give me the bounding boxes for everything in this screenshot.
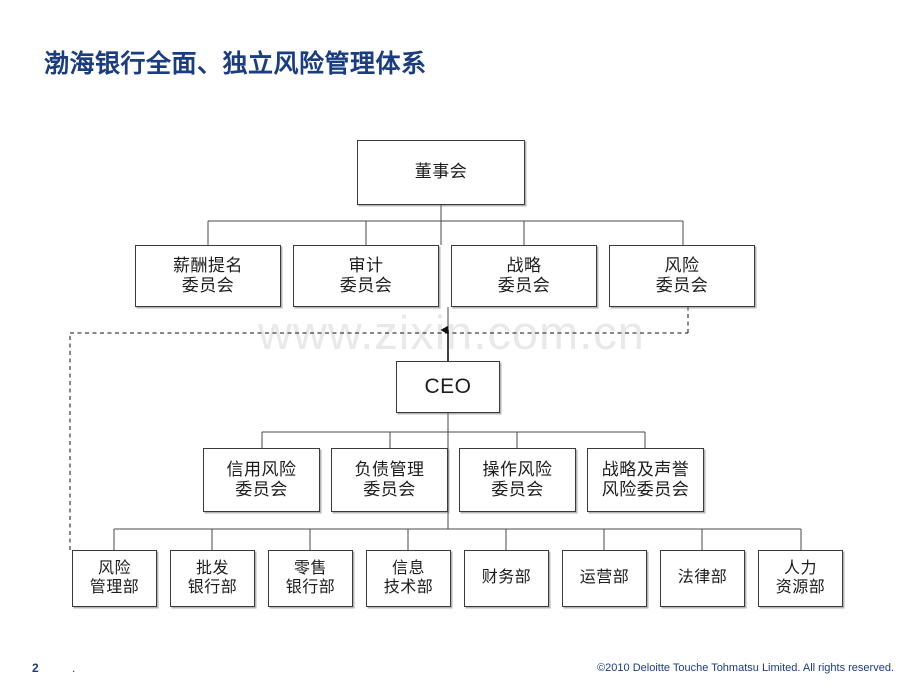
- node-credit-risk-committee[interactable]: 信用风险 委员会: [203, 448, 320, 512]
- node-finance-department-label: 财务部: [481, 569, 532, 587]
- node-strategy-committee[interactable]: 战略 委员会: [451, 245, 597, 307]
- node-strategy-committee-label: 战略 委员会: [497, 255, 551, 295]
- node-wholesale-banking-department[interactable]: 批发 银行部: [170, 550, 255, 607]
- node-liability-management-committee-label: 负债管理 委员会: [354, 459, 425, 499]
- node-operational-risk-committee-label: 操作风险 委员会: [482, 459, 553, 499]
- node-ceo-label: CEO: [424, 374, 472, 398]
- node-retail-banking-department[interactable]: 零售 银行部: [268, 550, 353, 607]
- node-board[interactable]: 董事会: [357, 140, 525, 205]
- node-information-technology-department[interactable]: 信息 技术部: [366, 550, 451, 607]
- node-compensation-nomination-committee-label: 薪酬提名 委员会: [173, 255, 243, 295]
- node-human-resources-department[interactable]: 人力 资源部: [758, 550, 843, 607]
- node-compensation-nomination-committee[interactable]: 薪酬提名 委员会: [135, 245, 281, 307]
- node-strategic-reputation-risk-committee[interactable]: 战略及声誉 风险委员会: [587, 448, 704, 512]
- footer-copyright: ©2010 Deloitte Touche Tohmatsu Limited. …: [597, 662, 894, 674]
- node-liability-management-committee[interactable]: 负债管理 委员会: [331, 448, 448, 512]
- node-retail-banking-department-label: 零售 银行部: [285, 559, 336, 596]
- node-information-technology-department-label: 信息 技术部: [383, 559, 434, 596]
- node-human-resources-department-label: 人力 资源部: [775, 559, 826, 596]
- node-risk-committee[interactable]: 风险 委员会: [609, 245, 755, 307]
- page-title: 渤海银行全面、独立风险管理体系: [44, 50, 427, 78]
- node-legal-department[interactable]: 法律部: [660, 550, 745, 607]
- footer-dot: .: [72, 661, 76, 675]
- node-risk-management-department[interactable]: 风险 管理部: [72, 550, 157, 607]
- footer-page-number: 2: [32, 661, 39, 675]
- node-audit-committee-label: 审计 委员会: [339, 255, 393, 295]
- node-legal-department-label: 法律部: [677, 569, 728, 587]
- node-risk-management-department-label: 风险 管理部: [89, 559, 140, 596]
- node-wholesale-banking-department-label: 批发 银行部: [187, 559, 238, 596]
- node-operations-department-label: 运营部: [579, 569, 630, 587]
- node-operations-department[interactable]: 运营部: [562, 550, 647, 607]
- node-credit-risk-committee-label: 信用风险 委员会: [226, 459, 297, 499]
- node-board-label: 董事会: [414, 162, 468, 182]
- node-audit-committee[interactable]: 审计 委员会: [293, 245, 439, 307]
- node-operational-risk-committee[interactable]: 操作风险 委员会: [459, 448, 576, 512]
- node-risk-committee-label: 风险 委员会: [655, 255, 709, 295]
- node-strategic-reputation-risk-committee-label: 战略及声誉 风险委员会: [601, 459, 690, 499]
- node-finance-department[interactable]: 财务部: [464, 550, 549, 607]
- node-ceo[interactable]: CEO: [396, 361, 500, 413]
